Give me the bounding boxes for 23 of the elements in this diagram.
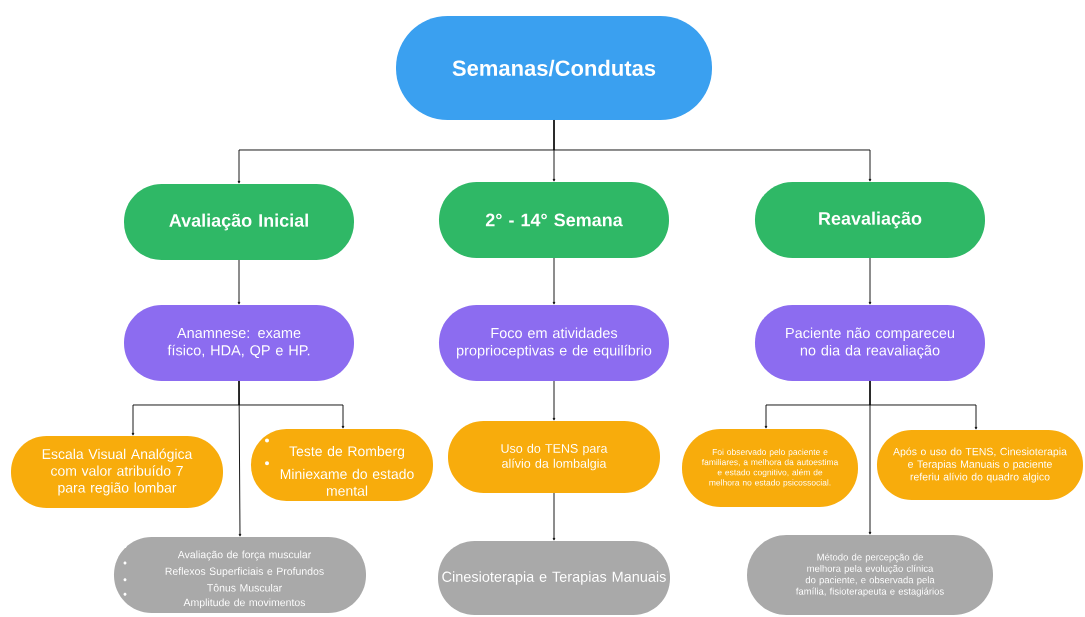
result-box: Avaliação de força muscular Reflexos Superficiais e Profundos Tônus Muscular Amplitude de movimentos — [114, 537, 366, 613]
arrow — [237, 259, 241, 305]
result-box: Escala Visual Analógica com valor atribuído 7 para região lombar — [11, 436, 223, 508]
result-box: Foi observado pelo paciente e familiares, a melhora da autoestima e estado cognitivo, além de melhora no estado psicossocial. — [682, 429, 858, 507]
arrow — [552, 492, 556, 541]
arrow — [552, 380, 556, 421]
arrow — [868, 380, 872, 535]
arrow — [553, 119, 872, 182]
arrow — [552, 257, 556, 305]
result-box: Cinesioterapia e Terapias Manuais — [438, 541, 670, 615]
result-box: Teste de Romberg Miniexame do estado mental — [251, 429, 433, 501]
arrow — [238, 380, 242, 537]
stage-box: Avaliação Inicial — [124, 184, 354, 260]
stage-box: 2° - 14° Semana — [439, 182, 669, 258]
result-box: Uso do TENS para alívio da lombalgia — [448, 421, 660, 493]
result-box: Método de percepção de melhora pela evolução clínica do paciente, e observada pela família, fisioterapeuta e estagiários — [747, 535, 993, 615]
stage-box: Reavaliação — [755, 182, 985, 258]
step-box: Paciente não compareceu no dia da reavaliação — [755, 305, 985, 381]
step-box: Foco em atividades proprioceptivas e de equilíbrio — [439, 305, 669, 381]
title-box: Semanas/Condutas — [396, 16, 712, 120]
arrow — [868, 257, 872, 305]
step-box: Anamnese: exame físico, HDA, QP e HP. — [124, 305, 354, 381]
result-box: Após o uso do TENS, Cinesioterapia e Terapias Manuais o paciente referiu alívio do quadro algico — [877, 430, 1083, 500]
